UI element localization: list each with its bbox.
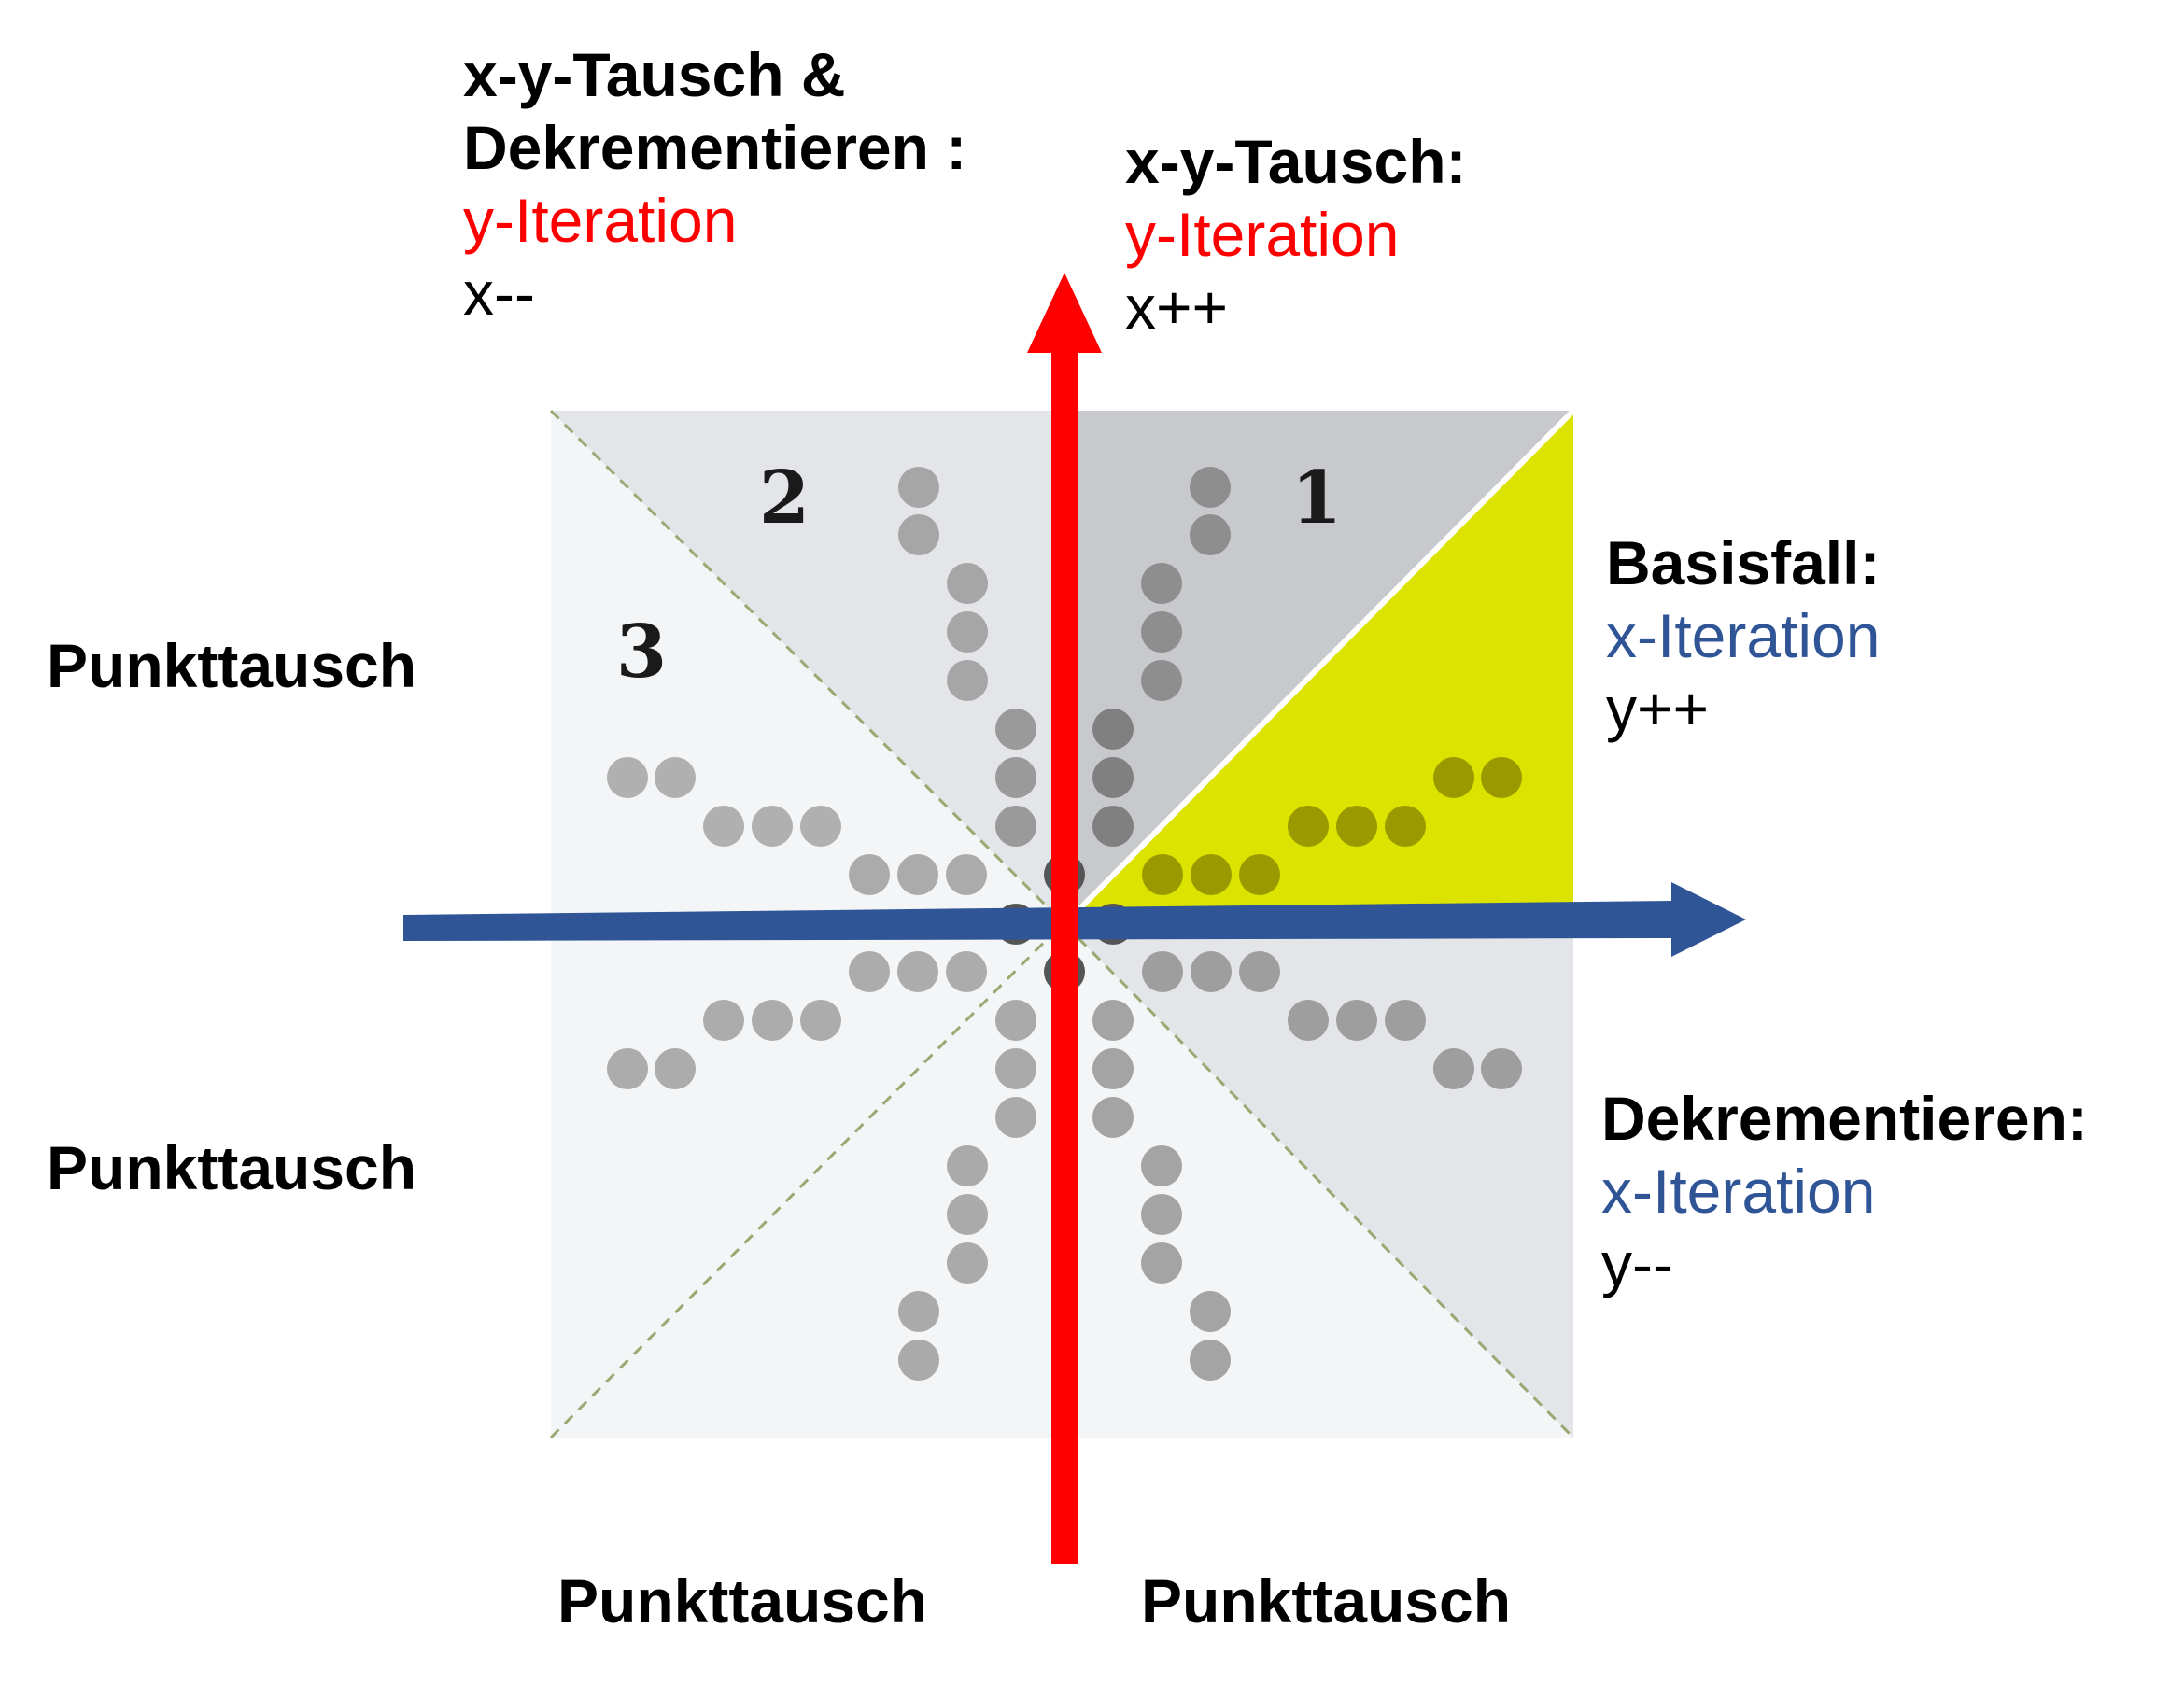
pixel-dot <box>898 1340 939 1381</box>
label-right-upper: Basisfall: x-Iteration y++ <box>1606 527 1880 746</box>
pixel-dot <box>1190 467 1231 508</box>
pixel-dot <box>947 1242 988 1284</box>
octant-number-3: 3 <box>616 610 667 695</box>
pixel-dot <box>898 1291 939 1332</box>
pixel-dot <box>898 467 939 508</box>
pixel-dot <box>1141 611 1182 653</box>
pixel-dot <box>1141 563 1182 604</box>
pixel-dot <box>849 951 890 992</box>
right-upper-title: Basisfall: <box>1606 528 1881 597</box>
pixel-dot <box>1142 854 1183 895</box>
pixel-dot <box>1092 709 1134 750</box>
y-axis-arrow <box>1027 273 1102 1564</box>
pixel-dot <box>1092 1000 1134 1041</box>
pixel-dot <box>1092 1048 1134 1089</box>
label-left-upper: Punkttausch <box>47 630 416 703</box>
pixel-dot <box>655 1048 696 1089</box>
pixel-dot <box>800 806 841 847</box>
top-left-title-line2: Dekrementieren : <box>463 112 967 182</box>
bottom-left-title: Punkttausch <box>557 1566 928 1635</box>
label-top-right: x-y-Tausch: y-Iteration x++ <box>1125 126 1467 344</box>
right-lower-iteration: x-Iteration <box>1601 1156 1876 1226</box>
right-upper-step: y++ <box>1606 673 1710 743</box>
pixel-dot <box>995 1097 1036 1138</box>
left-upper-title: Punkttausch <box>47 631 417 700</box>
top-right-step: x++ <box>1125 272 1229 342</box>
label-bottom-left: Punkttausch <box>557 1565 927 1638</box>
label-left-lower: Punkttausch <box>47 1132 416 1205</box>
pixel-dot <box>800 1000 841 1041</box>
right-lower-title: Dekrementieren: <box>1601 1084 2088 1153</box>
right-lower-step: y-- <box>1601 1228 1673 1298</box>
octant-number-2: 2 <box>759 456 810 540</box>
pixel-dot <box>1481 757 1522 798</box>
pixel-dot <box>1239 951 1280 992</box>
pixel-dot <box>1190 514 1231 555</box>
label-bottom-right: Punkttausch <box>1141 1565 1511 1638</box>
pixel-dot <box>1239 854 1280 895</box>
octant-number-1: 1 <box>1291 456 1342 540</box>
pixel-dot <box>1288 1000 1329 1041</box>
label-top-left: x-y-Tausch & Dekrementieren : y-Iteratio… <box>463 39 966 330</box>
pixel-dot <box>1336 1000 1377 1041</box>
pixel-dot <box>947 611 988 653</box>
pixel-dot <box>752 1000 793 1041</box>
pixel-dot <box>1190 1340 1231 1381</box>
diagonal-line-dashed-lower-right <box>1063 922 1575 1439</box>
pixel-dot <box>995 1048 1036 1089</box>
pixel-dot <box>1288 806 1329 847</box>
pixel-dot <box>752 806 793 847</box>
pixel-dot <box>897 951 938 992</box>
top-left-title-line1: x-y-Tausch & <box>463 40 846 109</box>
right-upper-iteration: x-Iteration <box>1606 600 1881 670</box>
pixel-dot <box>898 514 939 555</box>
pixel-dot <box>1141 1242 1182 1284</box>
pixel-dot <box>1092 1097 1134 1138</box>
pixel-dot <box>995 757 1036 798</box>
pixel-dot <box>947 1145 988 1186</box>
pixel-dot <box>1092 757 1134 798</box>
pixel-dot <box>1092 806 1134 847</box>
label-right-lower: Dekrementieren: x-Iteration y-- <box>1601 1083 2088 1301</box>
pixel-dot <box>655 757 696 798</box>
pixel-dot <box>995 806 1036 847</box>
pixel-dot <box>947 563 988 604</box>
pixel-dot <box>946 854 987 895</box>
pixel-dot <box>849 854 890 895</box>
pixel-dot <box>607 1048 648 1089</box>
top-right-iteration: y-Iteration <box>1125 199 1400 269</box>
pixel-dot <box>703 806 744 847</box>
pixel-dot <box>995 709 1036 750</box>
pixel-dot <box>995 1000 1036 1041</box>
pixel-dot <box>1336 806 1377 847</box>
pixel-dot <box>1385 1000 1426 1041</box>
pixel-dot <box>947 1194 988 1235</box>
top-left-iteration: y-Iteration <box>463 185 738 255</box>
left-lower-title: Punkttausch <box>47 1133 417 1202</box>
pixel-dot <box>946 951 987 992</box>
pixel-dot <box>1481 1048 1522 1089</box>
diagonal-line-white <box>1062 408 1576 927</box>
pixel-dot <box>1141 1194 1182 1235</box>
pixel-dot <box>607 757 648 798</box>
pixel-dot <box>1433 757 1474 798</box>
pixel-dot <box>1190 1291 1231 1332</box>
top-right-title: x-y-Tausch: <box>1125 127 1467 196</box>
pixel-dot <box>1141 1145 1182 1186</box>
pixel-dot <box>703 1000 744 1041</box>
diagonal-line-dashed-upper <box>549 409 1066 926</box>
pixel-dot <box>1433 1048 1474 1089</box>
pixel-dot <box>1141 660 1182 701</box>
pixel-dot <box>947 660 988 701</box>
diagonal-line-dashed-lower <box>549 409 1575 1439</box>
pixel-dot <box>897 854 938 895</box>
top-left-step: x-- <box>463 258 535 328</box>
bottom-right-title: Punkttausch <box>1141 1566 1512 1635</box>
pixel-dot <box>1385 806 1426 847</box>
pixel-dot <box>1142 951 1183 992</box>
pixel-dot <box>1191 854 1232 895</box>
pixel-dot <box>1191 951 1232 992</box>
